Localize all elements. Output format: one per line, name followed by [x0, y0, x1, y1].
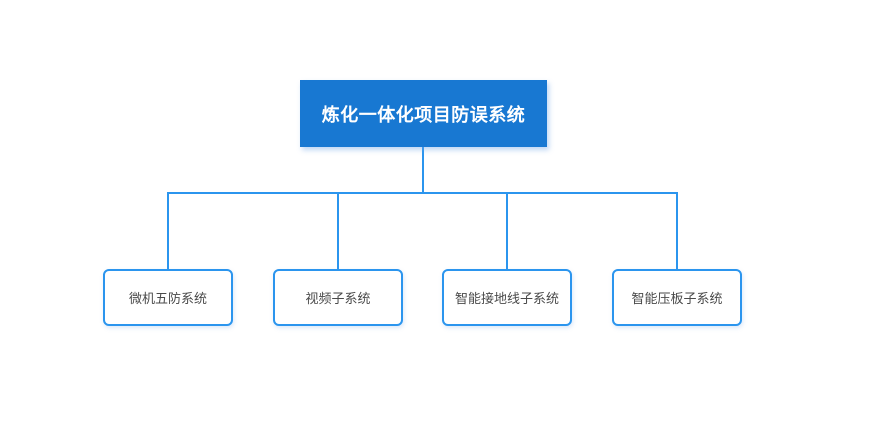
- child-node-video-subsystem[interactable]: 视频子系统: [273, 269, 403, 326]
- connector-drop-2: [337, 192, 339, 269]
- connector-horizontal-bus: [167, 192, 678, 194]
- connector-drop-3: [506, 192, 508, 269]
- child-node-grounding-wire-subsystem[interactable]: 智能接地线子系统: [442, 269, 572, 326]
- connector-drop-4: [676, 192, 678, 269]
- connector-root-vertical: [422, 147, 424, 193]
- connector-drop-1: [167, 192, 169, 269]
- child-node-pressure-plate-subsystem[interactable]: 智能压板子系统: [612, 269, 742, 326]
- root-node[interactable]: 炼化一体化项目防误系统: [300, 80, 547, 147]
- child-node-wujifangwu[interactable]: 微机五防系统: [103, 269, 233, 326]
